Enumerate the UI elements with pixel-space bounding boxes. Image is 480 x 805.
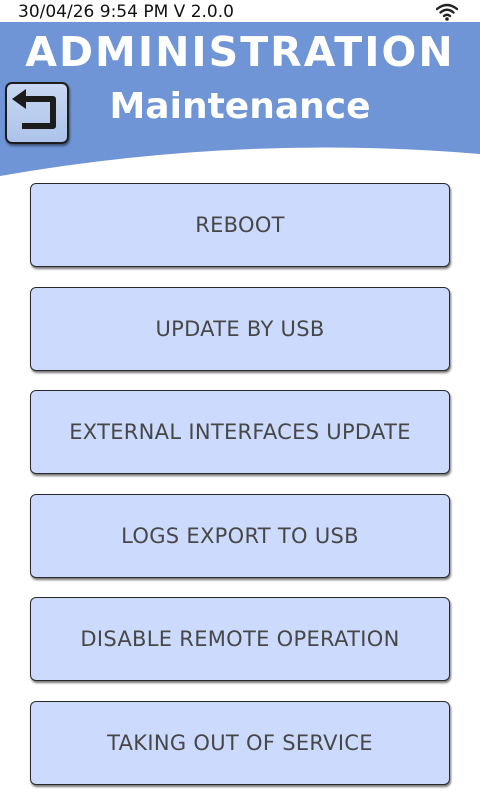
taking-out-of-service-button[interactable]: TAKING OUT OF SERVICE	[30, 700, 450, 785]
back-button[interactable]	[5, 82, 69, 144]
wifi-icon	[436, 3, 458, 21]
maintenance-menu: REBOOT UPDATE BY USB EXTERNAL INTERFACES…	[30, 183, 450, 805]
status-bar: 30/04/26 9:54 PM V 2.0.0	[0, 0, 480, 24]
update-by-usb-button[interactable]: UPDATE BY USB	[30, 286, 450, 371]
external-interfaces-update-button[interactable]: EXTERNAL INTERFACES UPDATE	[30, 390, 450, 475]
status-separator	[0, 22, 480, 24]
return-arrow-icon	[12, 89, 56, 129]
header: ADMINISTRATION Maintenance	[0, 24, 480, 184]
logs-export-to-usb-button[interactable]: LOGS EXPORT TO USB	[30, 493, 450, 578]
page-title: ADMINISTRATION	[25, 28, 455, 76]
disable-remote-operation-button[interactable]: DISABLE REMOTE OPERATION	[30, 597, 450, 682]
status-text: 30/04/26 9:54 PM V 2.0.0	[18, 2, 234, 22]
page-subtitle: Maintenance	[109, 86, 371, 127]
header-background	[0, 24, 480, 176]
reboot-button[interactable]: REBOOT	[30, 183, 450, 267]
